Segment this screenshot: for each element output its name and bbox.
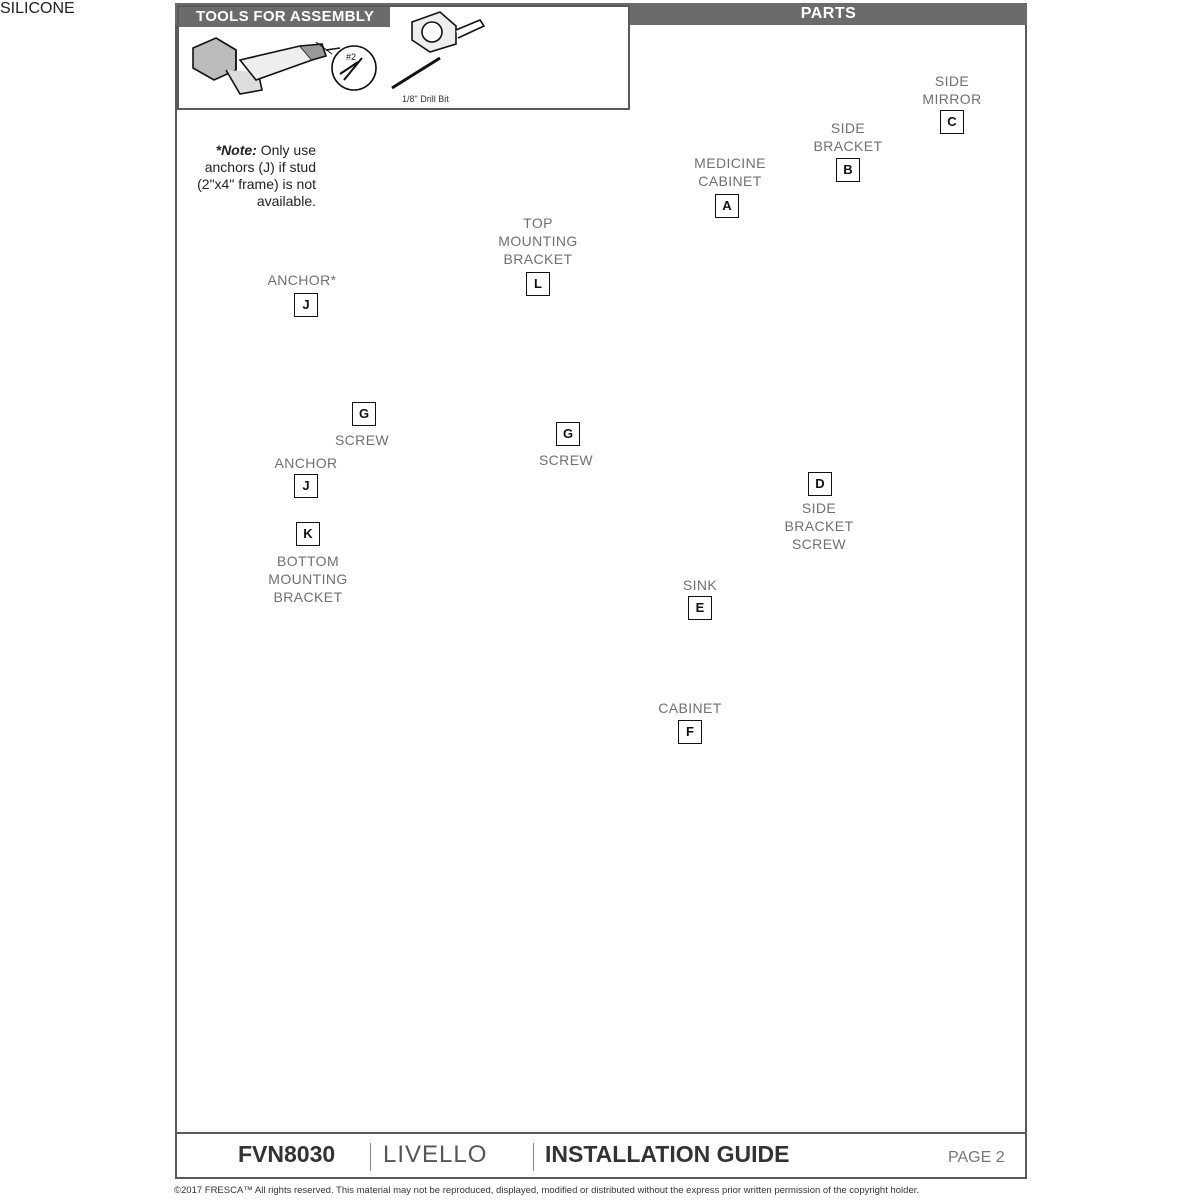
series-name: LIVELLO [383,1141,488,1168]
label-cabinet: CABINET [658,700,722,716]
model-number: FVN8030 [238,1141,336,1167]
label-sink: SINK [682,577,718,593]
parts-title: PARTS [800,5,857,22]
part-box-c: C [940,110,964,134]
footer [177,1132,1025,1177]
label-anchor: ANCHOR [274,455,338,471]
part-box-k: K [296,522,320,546]
tools-title: TOOLS FOR ASSEMBLY [179,7,390,27]
tape-measure-icon [411,11,486,53]
silicone-tube-icon: SILICONE [0,0,75,17]
guide-title: INSTALLATION GUIDE [545,1141,790,1167]
part-box-a: A [715,194,739,218]
part-box-l: L [526,272,550,296]
part-box-b: B [836,158,860,182]
part-box-j-top: J [294,293,318,317]
label-screw-top: SCREW [334,432,390,448]
drill-icon [192,37,341,95]
part-box-e: E [688,596,712,620]
note-text: Only use anchors (J) if stud (2"x4" fram… [197,142,316,209]
note-prefix: *Note: [215,142,257,158]
part-box-g-right: G [556,422,580,446]
part-box-d: D [808,472,832,496]
drill-bit-label: 1/8" Drill Bit [402,94,449,104]
part-box-g-top: G [352,402,376,426]
copyright-notice: ©2017 FRESCA™ All rights reserved. This … [174,1185,920,1196]
anchor-note: *Note: Only use anchors (J) if stud (2"x… [188,142,316,210]
page-number: PAGE 2 [948,1149,1005,1166]
footer-divider [177,1132,1025,1134]
screwdriver-bit-icon: #2 [331,45,377,91]
bit-size-label: #2 [346,52,356,62]
drill-bit-icon [391,56,441,90]
silicone-label: SILICONE [0,0,75,17]
part-box-f: F [678,720,702,744]
footer-separator [533,1143,534,1171]
label-screw-right: SCREW [538,452,594,468]
part-box-j-bottom: J [294,474,318,498]
footer-separator [370,1143,371,1171]
label-anchor-star: ANCHOR* [267,272,337,288]
